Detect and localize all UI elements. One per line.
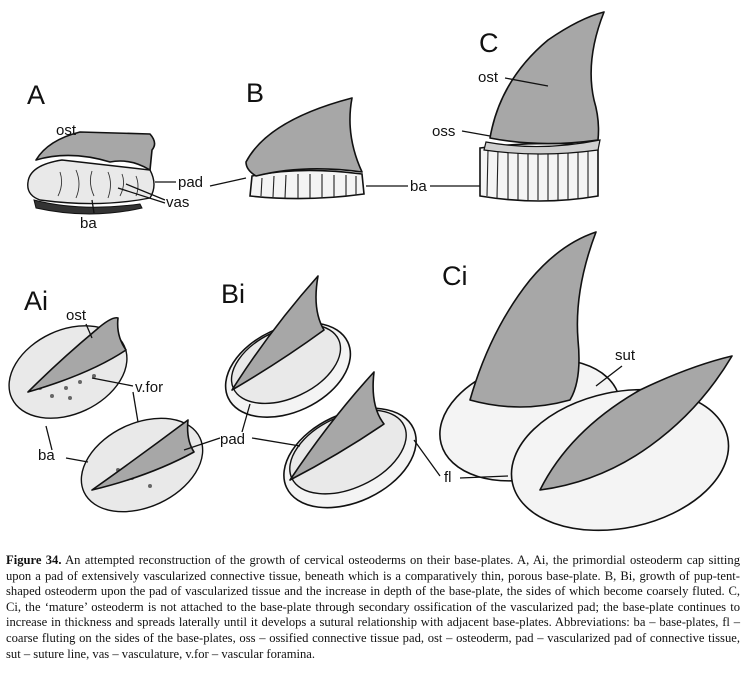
panel-bi-label: Bi	[221, 279, 245, 309]
panel-ai-label: Ai	[24, 286, 48, 316]
panel-ai-drawing	[8, 316, 204, 513]
panel-a-vas-label: vas	[166, 194, 189, 211]
panel-a-ost-label: ost	[56, 122, 77, 139]
panel-bi-leader-lines	[183, 403, 301, 451]
panel-a-label: A	[27, 80, 45, 110]
figure-caption-label: Figure 34.	[6, 553, 62, 567]
panel-ci-label: Ci	[442, 261, 468, 291]
panel-a-pad-label: pad	[178, 174, 203, 191]
figure-caption: Figure 34. An attempted reconstruction o…	[6, 553, 740, 662]
panel-ci-leader-lines	[413, 365, 623, 479]
panel-c-leader-lines	[461, 77, 549, 137]
panel-bi-drawing	[224, 275, 417, 509]
panel-ai-ba-label: ba	[38, 447, 55, 464]
panel-b-drawing	[245, 97, 365, 200]
panel-a-leader-lines	[91, 181, 176, 214]
panel-ci-drawing	[439, 231, 733, 532]
panel-a-ba-label: ba	[80, 215, 97, 232]
panel-ci-sut-label: sut	[615, 347, 636, 364]
panel-b-ba-label: ba	[410, 178, 427, 195]
panel-ai-ost-label: ost	[66, 307, 87, 324]
figure-illustration: A ost pad vas ba B ba C ost oss	[8, 11, 733, 532]
panel-c-ost-label: ost	[478, 69, 499, 86]
panel-c-drawing	[479, 11, 605, 202]
figure-caption-text: An attempted reconstruction of the growt…	[6, 553, 740, 661]
panel-ai-leader-lines	[45, 323, 139, 463]
panel-b-label: B	[246, 78, 264, 108]
panel-c-label: C	[479, 28, 499, 58]
panel-bi-pad-label: pad	[220, 431, 245, 448]
panel-b-leader-lines	[209, 177, 482, 187]
panel-ci-fl-label: fl	[444, 469, 452, 486]
panel-c-oss-label: oss	[432, 123, 455, 140]
panel-a-drawing	[27, 131, 156, 215]
panel-ai-vfor-label: v.for	[135, 379, 163, 396]
